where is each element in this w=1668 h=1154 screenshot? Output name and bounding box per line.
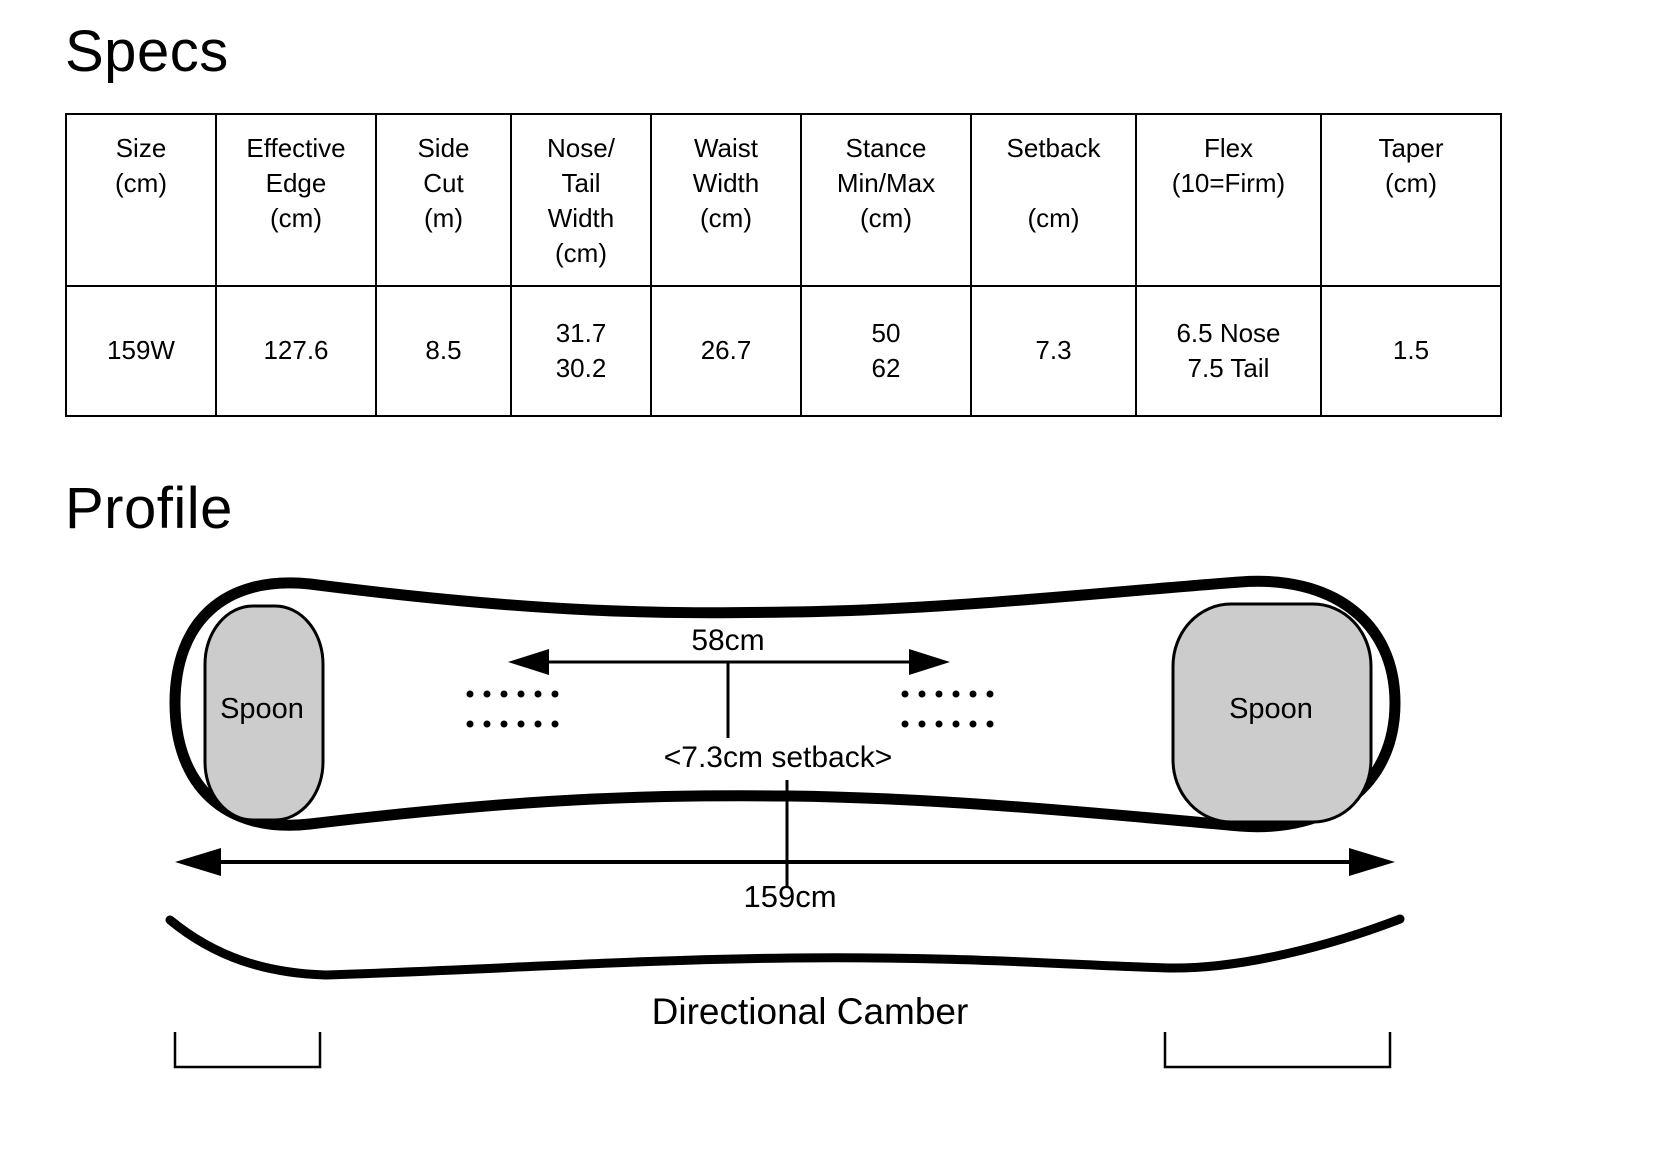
cell-waist-width: 26.7 <box>650 285 802 417</box>
header-side-cut: Side Cut (m) <box>375 113 512 287</box>
contact-zone-brackets <box>173 1032 1392 1069</box>
header-waist-width: Waist Width (cm) <box>650 113 802 287</box>
cell-size: 159W <box>65 285 217 417</box>
spoon-left-label: Spoon <box>220 693 304 725</box>
insert-dots-right <box>901 690 994 728</box>
specs-header-row: Size (cm) Effective Edge (cm) Side Cut (… <box>65 113 1502 287</box>
board-length-label: 159cm <box>743 879 836 914</box>
cell-setback: 7.3 <box>970 285 1137 417</box>
cell-stance-min-max: 50 62 <box>800 285 972 417</box>
specs-title: Specs <box>65 19 229 84</box>
snowboard-diagram-svg: Spoon Spoon 58cm <box>165 575 1405 1069</box>
setback-label: <7.3cm setback> <box>664 741 892 774</box>
cell-nose-tail-width: 31.7 30.2 <box>510 285 652 417</box>
header-flex: Flex (10=Firm) <box>1135 113 1322 287</box>
profile-title: Profile <box>65 476 233 541</box>
stance-width-label: 58cm <box>691 624 764 657</box>
cell-taper: 1.5 <box>1320 285 1502 417</box>
header-setback: Setback (cm) <box>970 113 1137 287</box>
insert-dots-left <box>466 690 559 728</box>
specs-table: Size (cm) Effective Edge (cm) Side Cut (… <box>65 113 1502 417</box>
table-row: 159W 127.6 8.5 31.7 30.2 26.7 50 62 7.3 … <box>65 285 1502 417</box>
camber-label: Directional Camber <box>652 991 969 1032</box>
spoon-zone-left <box>203 604 325 822</box>
header-stance-min-max: Stance Min/Max (cm) <box>800 113 972 287</box>
header-nose-tail-width: Nose/ Tail Width (cm) <box>510 113 652 287</box>
board-profile-diagram: Spoon Spoon 58cm <box>65 562 1603 1082</box>
header-effective-edge: Effective Edge (cm) <box>215 113 377 287</box>
cell-effective-edge: 127.6 <box>215 285 377 417</box>
header-taper: Taper (cm) <box>1320 113 1502 287</box>
cell-side-cut: 8.5 <box>375 285 512 417</box>
camber-profile-curve <box>165 914 1405 980</box>
header-size: Size (cm) <box>65 113 217 287</box>
board-length-arrow <box>175 848 1395 876</box>
spoon-right-label: Spoon <box>1229 693 1313 725</box>
cell-flex: 6.5 Nose 7.5 Tail <box>1135 285 1322 417</box>
spoon-zone-right <box>1171 602 1373 824</box>
